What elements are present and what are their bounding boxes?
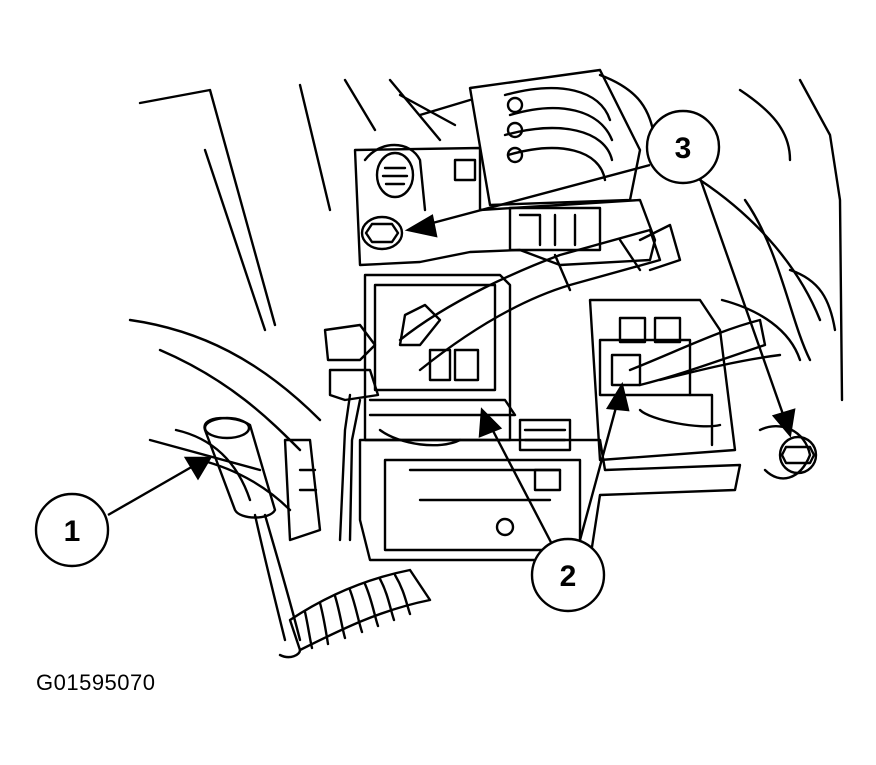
upper-bracket	[353, 68, 682, 272]
callout-1: 1	[34, 492, 110, 568]
leader-3a	[424, 163, 651, 227]
right-module	[588, 298, 782, 462]
callout-3: 3	[645, 109, 721, 185]
leader-lines	[107, 163, 796, 551]
wire-bundle-upper	[398, 228, 662, 372]
callout-2: 2	[530, 537, 606, 613]
callout-1-number: 1	[64, 515, 81, 548]
arrowhead-2b	[605, 381, 630, 412]
left-module	[323, 273, 517, 542]
callout-2-number: 2	[560, 560, 577, 593]
leader-1	[107, 463, 196, 517]
leader-2b	[578, 399, 620, 541]
bolt-left	[360, 215, 404, 251]
corrugated-conduit	[278, 568, 432, 659]
arrowhead-3a	[404, 214, 438, 238]
arrowhead-2a	[478, 407, 503, 438]
body-panel-lines	[128, 73, 844, 512]
arrowhead-1	[183, 456, 213, 481]
leader-3b	[698, 177, 787, 421]
bolt-right	[758, 425, 818, 480]
leader-2a	[488, 424, 557, 551]
callout-3-number: 3	[675, 132, 692, 165]
wire-sleeve	[203, 416, 322, 642]
figure-id-label: G01595070	[36, 670, 156, 695]
arrowhead-3b	[771, 408, 796, 438]
